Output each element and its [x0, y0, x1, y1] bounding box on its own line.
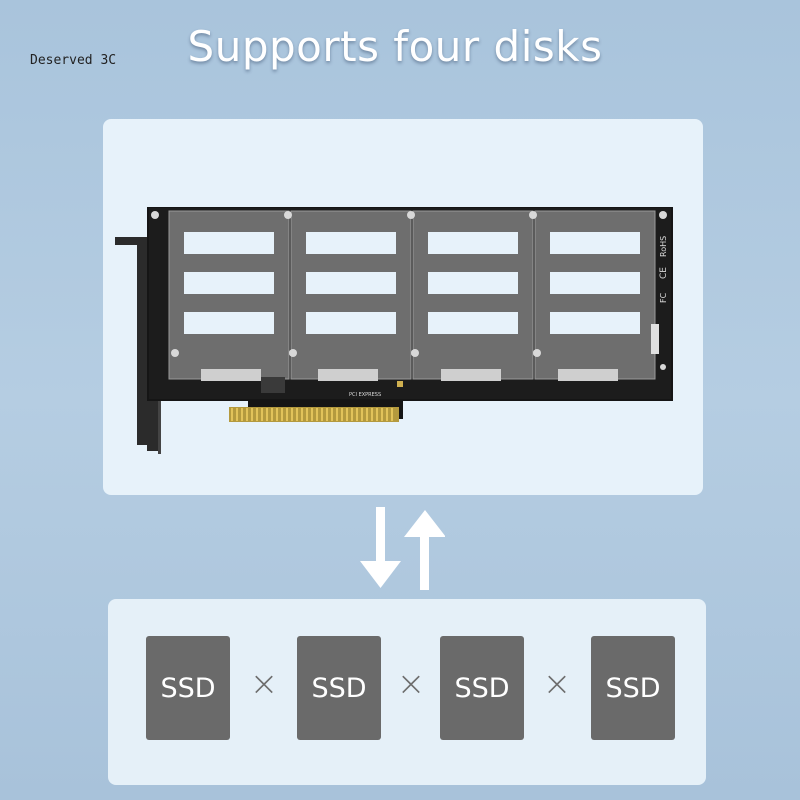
- ssd-label: SSD: [454, 672, 510, 704]
- fc-marking: FC: [659, 292, 668, 303]
- product-image-panel: RoHS CE FC PCI EXPRESS: [103, 119, 703, 495]
- page-title: Supports four disks: [187, 22, 603, 71]
- board-chip: [261, 377, 285, 393]
- drive-bay-4: [534, 210, 656, 381]
- multiply-separator: ×: [542, 664, 572, 704]
- ssd-tile-2: SSD: [297, 636, 381, 740]
- drive-bay-2: [290, 210, 412, 381]
- ssd-tile-3: SSD: [440, 636, 524, 740]
- watermark: Deserved 3C: [30, 53, 117, 68]
- ssd-label: SSD: [160, 672, 216, 704]
- ce-marking: CE: [659, 267, 669, 279]
- mounting-screws: [151, 211, 667, 370]
- drive-bay-3: [412, 210, 534, 381]
- ssd-tile-4: SSD: [591, 636, 675, 740]
- arrow-up-icon: [404, 510, 445, 590]
- pcie-adapter-card-image: RoHS CE FC PCI EXPRESS: [115, 207, 673, 454]
- pcie-logo: PCI EXPRESS: [349, 392, 381, 398]
- drive-bay-1: [168, 210, 290, 381]
- multiply-separator: ×: [249, 664, 279, 704]
- rohs-marking: RoHS: [659, 236, 668, 257]
- ssd-tile-1: SSD: [146, 636, 230, 740]
- transfer-arrows: [360, 507, 445, 590]
- arrow-down-icon: [360, 507, 401, 588]
- multiply-separator: ×: [396, 664, 426, 704]
- pcie-gold-fingers: [229, 407, 399, 422]
- ssd-label: SSD: [605, 672, 661, 704]
- ssd-label: SSD: [311, 672, 367, 704]
